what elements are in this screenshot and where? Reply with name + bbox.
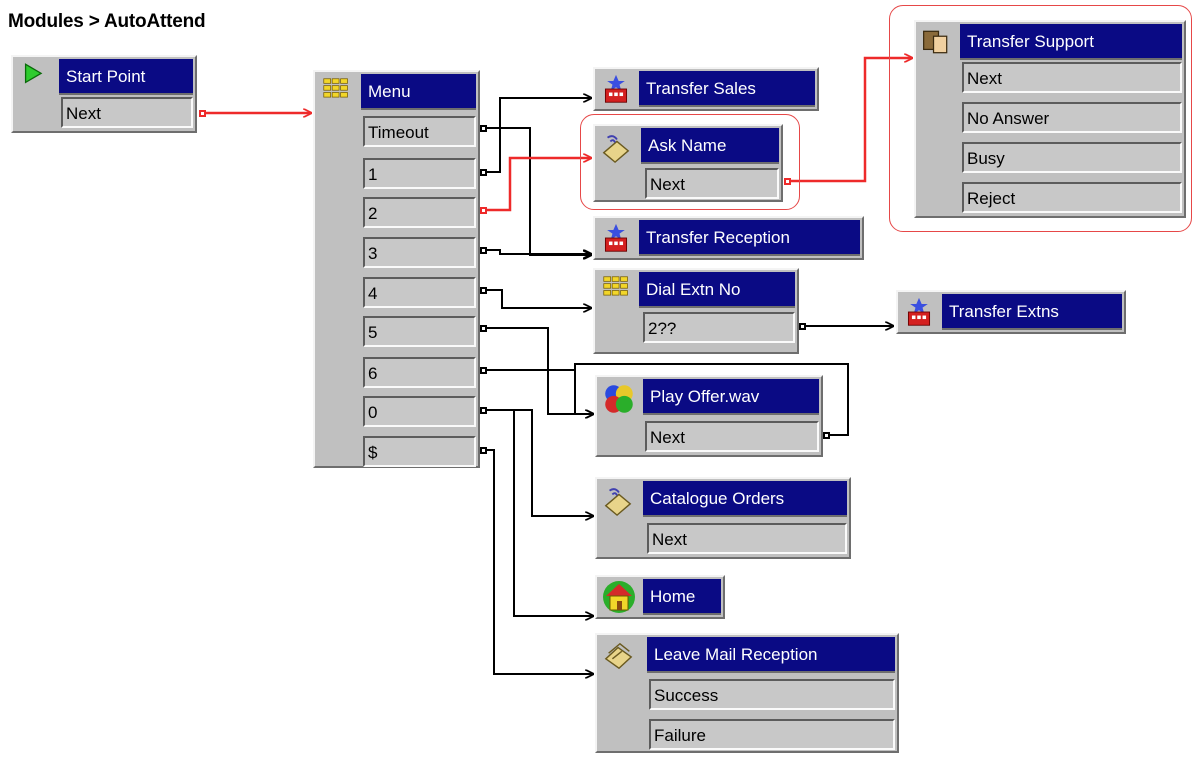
person-transfer-icon bbox=[923, 30, 948, 54]
port-leave-mail-failure[interactable]: Failure bbox=[649, 719, 895, 750]
connector-ask-name-next-to-transfer-support[interactable] bbox=[788, 58, 912, 183]
voicemail-icon bbox=[604, 642, 633, 670]
node-title[interactable]: Play Offer.wav bbox=[643, 379, 819, 415]
output-handle-play-offer-next[interactable] bbox=[823, 432, 830, 439]
output-handle-ask-name-next[interactable] bbox=[784, 178, 791, 185]
port-play-offer-next[interactable]: Next bbox=[645, 421, 819, 452]
port-transfer-support-next[interactable]: Next bbox=[962, 62, 1182, 93]
port-transfer-support-no-answer[interactable]: No Answer bbox=[962, 102, 1182, 133]
port-menu-2[interactable]: 2 bbox=[363, 197, 476, 228]
output-handle-menu-4[interactable] bbox=[480, 287, 487, 294]
node-title[interactable]: Transfer Sales bbox=[639, 71, 815, 107]
keypad-icon bbox=[603, 276, 628, 296]
output-handle-menu-timeout[interactable] bbox=[480, 125, 487, 132]
port-transfer-support-busy[interactable]: Busy bbox=[962, 142, 1182, 173]
connector-menu-2-to-ask-name[interactable] bbox=[484, 158, 591, 212]
node-home[interactable]: Home bbox=[595, 575, 725, 619]
port-menu-timeout[interactable]: Timeout bbox=[363, 116, 476, 147]
node-ask-name[interactable]: Ask Name Next bbox=[593, 124, 783, 202]
node-title[interactable]: Dial Extn No bbox=[639, 272, 795, 308]
port-catalogue-next[interactable]: Next bbox=[647, 523, 847, 554]
phone-transfer-icon bbox=[604, 223, 628, 252]
node-play-offer[interactable]: Play Offer.wav Next bbox=[595, 375, 823, 457]
play-icon bbox=[24, 63, 43, 84]
output-handle-menu-5[interactable] bbox=[480, 325, 487, 332]
node-start-point[interactable]: Start Point Next bbox=[11, 55, 197, 133]
node-leave-mail-reception[interactable]: Leave Mail Reception Success Failure bbox=[595, 633, 899, 753]
output-handle-menu-1[interactable] bbox=[480, 169, 487, 176]
record-icon bbox=[602, 135, 630, 164]
node-transfer-sales[interactable]: Transfer Sales bbox=[593, 67, 819, 111]
output-handle-start-next[interactable] bbox=[199, 110, 206, 117]
node-title[interactable]: Transfer Reception bbox=[639, 220, 860, 256]
port-leave-mail-success[interactable]: Success bbox=[649, 679, 895, 710]
port-transfer-support-reject[interactable]: Reject bbox=[962, 182, 1182, 213]
node-title[interactable]: Transfer Extns bbox=[942, 294, 1122, 330]
connector-catalogue-from-menu[interactable] bbox=[514, 409, 593, 516]
port-dial-extn-2xx[interactable]: 2?? bbox=[643, 312, 795, 343]
node-title[interactable]: Menu bbox=[361, 74, 476, 110]
output-handle-menu-0[interactable] bbox=[480, 407, 487, 414]
node-transfer-support[interactable]: Transfer Support Next No Answer Busy Rej… bbox=[914, 20, 1186, 218]
output-handle-menu-3[interactable] bbox=[480, 247, 487, 254]
port-menu-1[interactable]: 1 bbox=[363, 158, 476, 189]
node-dial-extn-no[interactable]: Dial Extn No 2?? bbox=[593, 268, 799, 354]
port-menu-dollar[interactable]: $ bbox=[363, 436, 476, 467]
connector-menu-0-to-home[interactable] bbox=[484, 409, 593, 616]
record-icon bbox=[604, 488, 632, 517]
port-ask-name-next[interactable]: Next bbox=[645, 168, 779, 199]
connector-play-offer-next-to-catalogue[interactable] bbox=[574, 363, 849, 436]
breadcrumb: Modules > AutoAttend bbox=[8, 11, 206, 32]
output-handle-menu-6[interactable] bbox=[480, 367, 487, 374]
node-title[interactable]: Catalogue Orders bbox=[643, 481, 847, 517]
connector-menu-3-to-transfer-reception[interactable] bbox=[484, 249, 591, 254]
node-catalogue-orders[interactable]: Catalogue Orders Next bbox=[595, 477, 851, 559]
phone-transfer-icon bbox=[907, 297, 931, 326]
port-start-next[interactable]: Next bbox=[61, 97, 193, 128]
node-title[interactable]: Leave Mail Reception bbox=[647, 637, 895, 673]
port-menu-0[interactable]: 0 bbox=[363, 396, 476, 427]
node-title[interactable]: Home bbox=[643, 579, 721, 615]
selection-outline-ask-name bbox=[580, 114, 800, 210]
node-transfer-reception[interactable]: Transfer Reception bbox=[593, 216, 864, 260]
keypad-icon bbox=[323, 78, 348, 98]
node-menu[interactable]: Menu Timeout 1 2 3 4 5 6 0 $ bbox=[313, 70, 480, 468]
output-handle-dial-extn[interactable] bbox=[799, 323, 806, 330]
node-title[interactable]: Ask Name bbox=[641, 128, 779, 164]
port-menu-3[interactable]: 3 bbox=[363, 237, 476, 268]
output-handle-menu-dollar[interactable] bbox=[480, 447, 487, 454]
phone-transfer-icon bbox=[604, 74, 628, 103]
node-transfer-extns[interactable]: Transfer Extns bbox=[896, 290, 1126, 334]
port-menu-4[interactable]: 4 bbox=[363, 277, 476, 308]
node-title[interactable]: Start Point bbox=[59, 59, 193, 95]
selection-outline-transfer-support bbox=[889, 5, 1192, 232]
play-wav-icon bbox=[605, 385, 633, 413]
port-menu-5[interactable]: 5 bbox=[363, 316, 476, 347]
home-icon bbox=[603, 581, 635, 613]
connector-menu-6-to-play-offer[interactable] bbox=[484, 369, 593, 414]
connector-menu-dollar-to-leave-mail[interactable] bbox=[484, 449, 593, 674]
connector-menu-4-to-dial-extn[interactable] bbox=[484, 289, 591, 308]
node-title[interactable]: Transfer Support bbox=[960, 24, 1182, 60]
connector-menu-1-to-transfer-sales[interactable] bbox=[484, 98, 591, 173]
output-handle-menu-2[interactable] bbox=[480, 207, 487, 214]
port-menu-6[interactable]: 6 bbox=[363, 357, 476, 388]
